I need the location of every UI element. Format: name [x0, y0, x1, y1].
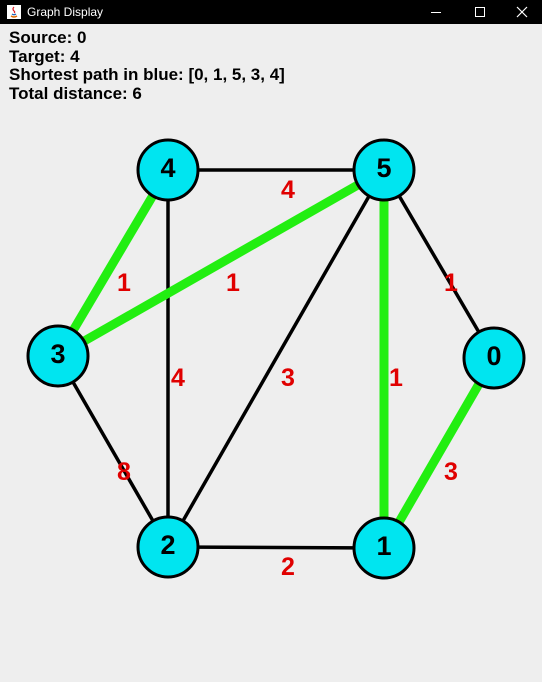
node-3[interactable]: 3 — [26, 324, 90, 388]
window-title: Graph Display — [27, 5, 104, 19]
edge-weight-5-3: 1 — [226, 269, 240, 297]
node-5[interactable]: 5 — [352, 138, 416, 202]
source-text: Source: 0 — [9, 28, 87, 47]
edge-5-2 — [166, 169, 386, 548]
edge-weight-5-0: 1 — [444, 269, 458, 297]
node-circle-0[interactable] — [462, 326, 526, 390]
edge-weight-3-2: 8 — [117, 458, 131, 486]
edge-weight-4-2: 4 — [171, 364, 185, 392]
node-label-2: 2 — [160, 530, 175, 560]
path-info: Source: 0 Target: 4 Shortest path in blu… — [9, 28, 285, 103]
node-label-3: 3 — [50, 339, 65, 369]
path-edge-5-3 — [55, 166, 387, 360]
node-label-1: 1 — [376, 531, 391, 561]
node-circle-4[interactable] — [136, 138, 200, 202]
path-edge-4-3 — [54, 167, 172, 359]
edge-3-2 — [56, 355, 170, 548]
total-distance-text: Total distance: 6 — [9, 83, 142, 103]
node-label-0: 0 — [486, 341, 501, 371]
node-circle-2[interactable] — [136, 515, 200, 579]
edge-2-1 — [167, 545, 385, 550]
path-edge-0-1 — [380, 355, 498, 551]
java-app-icon — [7, 5, 21, 19]
node-circle-1[interactable] — [352, 516, 416, 580]
node-circle-5[interactable] — [352, 138, 416, 202]
maximize-button[interactable] — [458, 0, 502, 24]
target-text: Target: 4 — [9, 46, 80, 66]
minimize-button[interactable] — [414, 0, 458, 24]
edge-weight-4-5: 4 — [281, 176, 295, 204]
edge-weight-2-1: 2 — [281, 553, 295, 581]
node-2[interactable]: 2 — [136, 515, 200, 579]
edge-weight-4-3: 1 — [117, 269, 131, 297]
node-4[interactable]: 4 — [136, 138, 200, 202]
maximize-icon — [475, 7, 485, 17]
minimize-icon — [431, 12, 441, 13]
node-label-4: 4 — [160, 153, 175, 183]
edges-layer — [54, 166, 498, 551]
edge-weight-0-1: 3 — [444, 458, 458, 486]
title-bar[interactable]: Graph Display — [0, 0, 542, 24]
weights-layer: 4 4 1 3 8 2 1 1 1 3 — [117, 176, 458, 581]
node-1[interactable]: 1 — [352, 516, 416, 580]
node-0[interactable]: 0 — [462, 326, 526, 390]
close-icon — [516, 6, 528, 18]
edge-weight-5-1: 1 — [389, 364, 403, 392]
edge-5-0 — [382, 169, 496, 359]
shortest-path-text: Shortest path in blue: [0, 1, 5, 3, 4] — [9, 65, 285, 84]
edge-weight-5-2: 3 — [281, 364, 295, 392]
nodes-layer: 0 1 2 3 4 5 — [26, 138, 526, 580]
close-button[interactable] — [500, 0, 542, 24]
node-circle-3[interactable] — [26, 324, 90, 388]
node-label-5: 5 — [376, 153, 391, 183]
